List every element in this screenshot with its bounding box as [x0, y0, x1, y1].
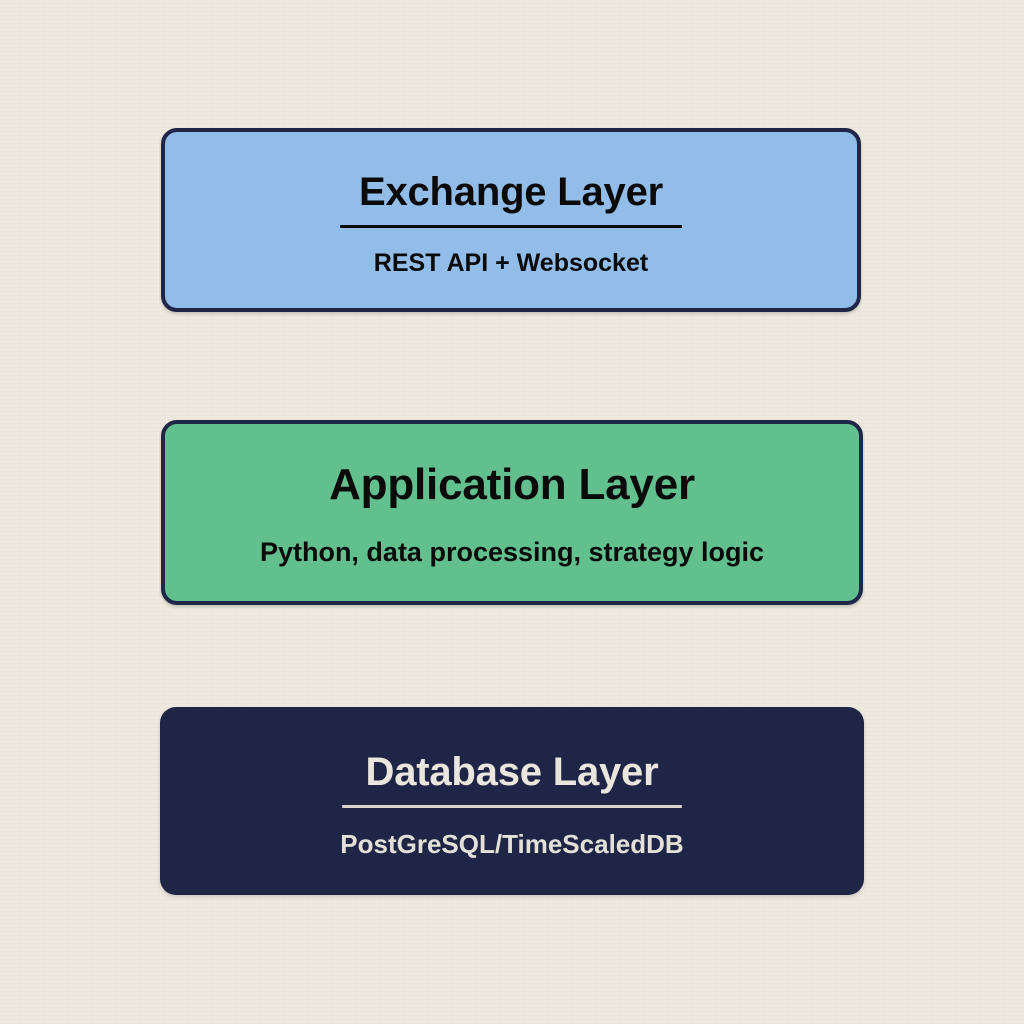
layer-box-exchange[interactable]: Exchange Layer REST API + Websocket [161, 128, 861, 312]
layer-subtitle-exchange: REST API + Websocket [373, 248, 649, 277]
layer-box-application[interactable]: Application Layer Python, data processin… [161, 420, 863, 605]
layer-title-application: Application Layer [329, 459, 695, 509]
layer-title-database: Database Layer [365, 750, 659, 795]
layer-title-exchange: Exchange Layer [358, 169, 664, 214]
layer-box-database[interactable]: Database Layer PostGreSQL/TimeScaledDB [160, 707, 864, 895]
title-divider-database [342, 805, 682, 809]
layer-subtitle-database: PostGreSQL/TimeScaledDB [340, 829, 684, 860]
title-divider-exchange [340, 224, 682, 228]
layer-subtitle-application: Python, data processing, strategy logic [259, 536, 765, 567]
